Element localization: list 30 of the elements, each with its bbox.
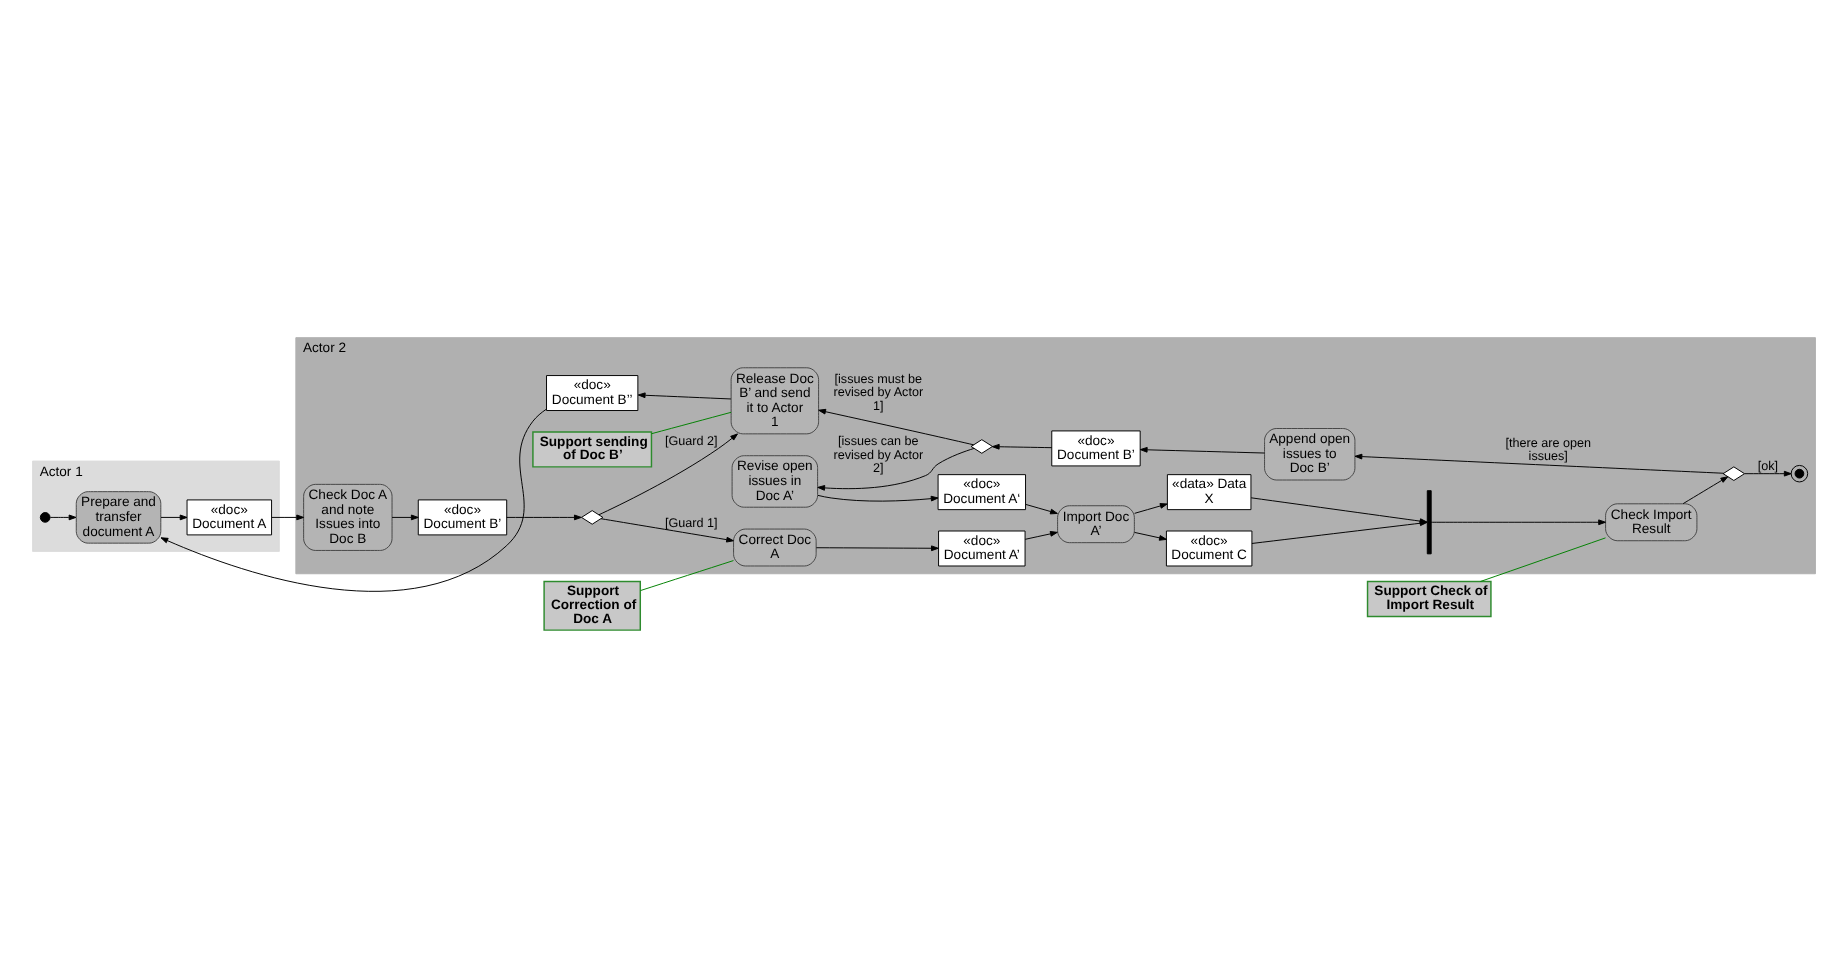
arrow <box>817 447 975 491</box>
arrow <box>1134 503 1168 514</box>
node-bar <box>1426 490 1432 555</box>
arrow <box>815 545 939 552</box>
arrow <box>598 433 738 516</box>
arrow <box>49 514 77 521</box>
arrow <box>391 514 419 521</box>
arrow <box>1744 470 1792 477</box>
arrow <box>1139 446 1265 454</box>
connector <box>651 411 732 435</box>
node-diamond <box>581 510 604 525</box>
connector <box>1479 537 1606 582</box>
arrow <box>637 392 732 400</box>
arrow <box>600 518 734 543</box>
arrow <box>817 494 939 502</box>
node-circle <box>39 512 51 523</box>
arrow <box>1134 531 1167 541</box>
arrow <box>1025 503 1058 515</box>
arrow <box>160 408 547 592</box>
arrow <box>1430 519 1606 526</box>
arrow <box>818 408 975 446</box>
arrow <box>1354 453 1725 474</box>
node-diamond <box>970 439 993 454</box>
arrow <box>160 514 188 521</box>
arrow <box>1682 476 1729 505</box>
arrow <box>271 514 305 521</box>
connector <box>640 560 734 591</box>
arrow <box>506 514 582 521</box>
arrow <box>991 443 1053 450</box>
arrow <box>1024 531 1058 540</box>
